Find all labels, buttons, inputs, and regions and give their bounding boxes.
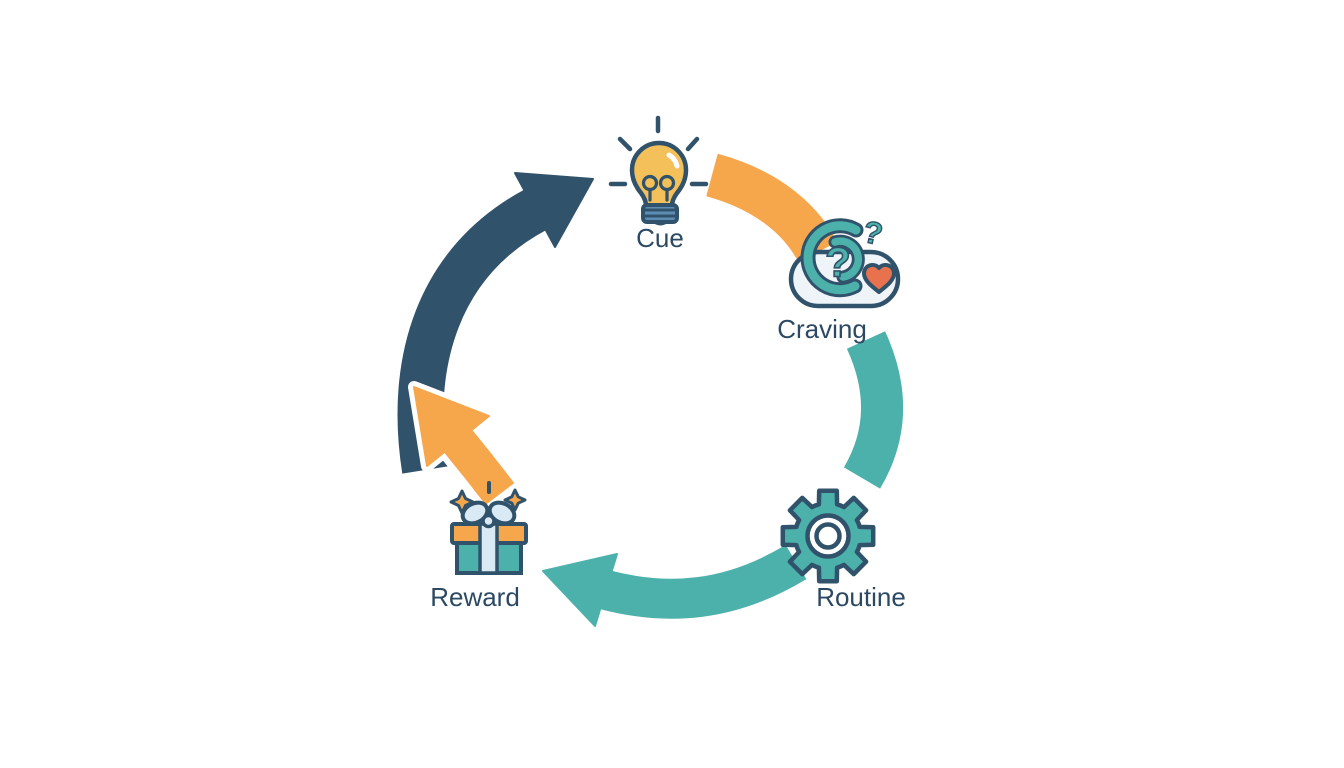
sparkle-icon (503, 488, 527, 512)
node-label-reward: Reward (430, 582, 520, 612)
gift-bow-knot (481, 513, 496, 529)
gift-ribbon (478, 522, 499, 575)
question-mark-small: ? (860, 214, 886, 252)
lightbulb-icon (608, 115, 709, 226)
lightbulb-base (641, 203, 679, 224)
swirl (803, 221, 861, 295)
lightbulb-filament-stems (648, 188, 669, 202)
lightbulb-base-nub (652, 222, 669, 226)
lightbulb-glass (629, 140, 689, 209)
arrow-routine-to-reward-band (601, 544, 807, 619)
gift-icon (449, 481, 528, 575)
heart-icon (862, 262, 896, 294)
arrow-from-reward-band (444, 429, 515, 505)
gift-bow-right (487, 500, 517, 526)
arrow-routine-to-reward (542, 544, 807, 627)
lightbulb-rays (608, 115, 709, 187)
gift-bow-left (460, 500, 490, 526)
node-label-routine: Routine (816, 582, 906, 612)
arrow-reward-to-cue-head (514, 172, 594, 248)
gear-hub (814, 522, 842, 550)
arrow-cue-to-craving (705, 153, 838, 263)
question-mark-big: ? (825, 239, 851, 286)
node-label-craving: Craving (777, 314, 867, 344)
lightbulb-base-stripes (644, 208, 676, 218)
gear-icon (780, 488, 876, 584)
arrow-craving-to-routine (843, 331, 904, 489)
swirl-inner (831, 237, 862, 281)
arrow-from-reward-head (413, 386, 490, 467)
lightbulb-highlight (666, 152, 680, 169)
arrow-routine-to-reward-head (542, 553, 618, 627)
arrow-reward-to-cue (397, 172, 594, 509)
node-label-cue: Cue (636, 223, 684, 253)
